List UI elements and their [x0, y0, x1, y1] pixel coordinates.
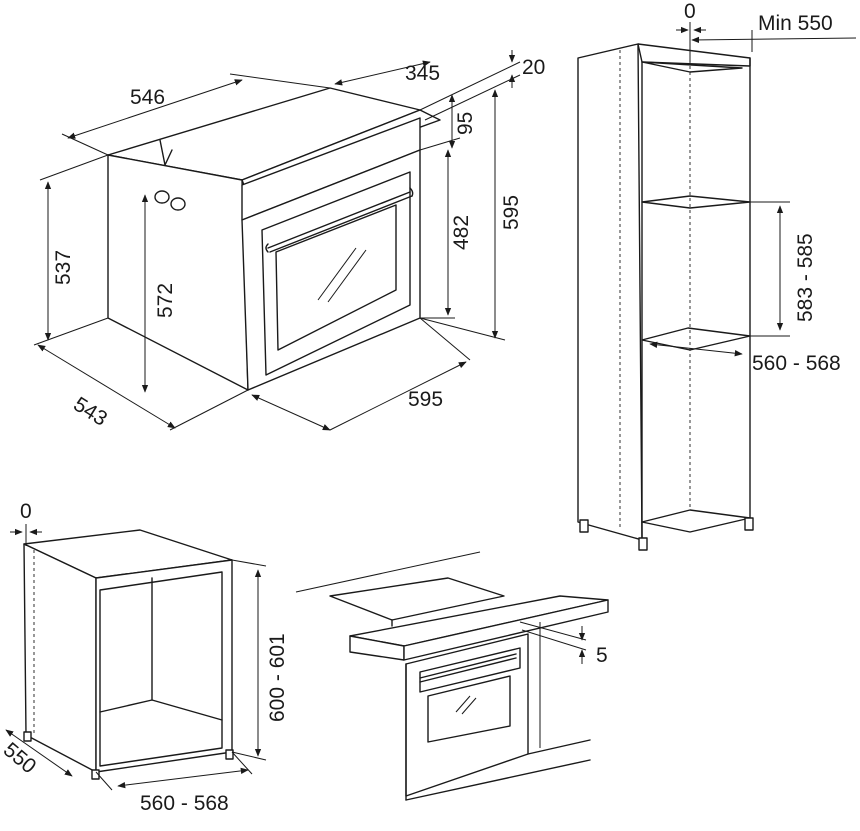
dim-min-550: Min 550	[758, 12, 833, 35]
undercounter-drawing	[295, 551, 609, 801]
oven-dimensions: 546 345 20 95 482 595 537 572 543	[33, 50, 545, 431]
dim-550: 550	[0, 738, 40, 778]
dim-595-height: 595	[500, 195, 523, 230]
oven-drawing	[107, 87, 441, 391]
dim-595-width: 595	[408, 388, 443, 411]
base-cabinet-dimensions: 0 550 560 - 568 600 - 601	[0, 500, 289, 815]
undercounter-dimensions: 5	[519, 621, 608, 667]
dim-5: 5	[596, 644, 608, 667]
dim-95: 95	[454, 112, 477, 135]
dim-543: 543	[69, 393, 111, 431]
dim-583-585: 583 - 585	[794, 233, 817, 322]
dim-560-568-base: 560 - 568	[140, 792, 229, 815]
dim-537: 537	[52, 250, 75, 285]
dim-20: 20	[522, 56, 545, 79]
tall-cabinet-drawing	[577, 43, 754, 551]
dim-0-base: 0	[20, 500, 32, 523]
base-cabinet-drawing	[23, 529, 234, 780]
dim-345: 345	[405, 62, 440, 85]
dim-546: 546	[130, 86, 165, 109]
dim-0-top: 0	[684, 0, 696, 23]
tall-cabinet-dimensions: 0 Min 550 583 - 585 560 - 568	[649, 0, 857, 375]
dim-572: 572	[154, 283, 177, 318]
dim-600-601: 600 - 601	[266, 633, 289, 722]
dim-482: 482	[450, 215, 473, 250]
dim-560-568-tall: 560 - 568	[752, 352, 841, 375]
